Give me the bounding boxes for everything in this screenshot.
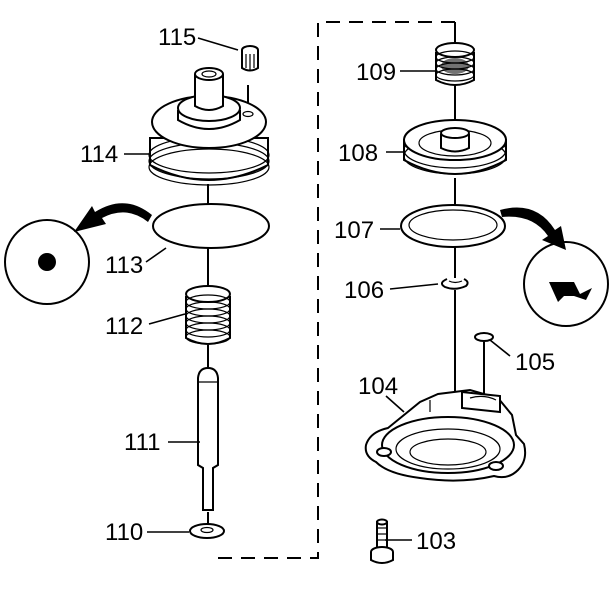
part-113-diaphragm: [152, 203, 270, 249]
part-105-disc: [474, 332, 494, 342]
part-112-spring: [185, 285, 231, 345]
part-103-screw: [370, 518, 394, 564]
callout-106: 106: [344, 277, 384, 304]
callout-113: 113: [105, 252, 143, 279]
leader-lines: [124, 37, 511, 541]
part-104-housing: [364, 388, 527, 482]
callout-107: 107: [334, 217, 374, 244]
shaped-seal-symbol-icon: [523, 241, 609, 327]
part-106-clip: [441, 278, 469, 290]
callout-114: 114: [80, 141, 118, 168]
callout-108: 108: [338, 140, 378, 167]
part-108-valve-body: [403, 119, 507, 175]
callout-104: 104: [358, 373, 398, 400]
rotation-arrow-icon: [500, 207, 566, 250]
part-109-spring: [435, 42, 475, 86]
dashed-assembly-path: [218, 21, 455, 559]
rotation-arrow-icon: [74, 203, 152, 232]
callout-110: 110: [105, 519, 143, 546]
callout-109: 109: [356, 59, 396, 86]
round-seal-symbol-icon: [4, 219, 90, 305]
callout-103: 103: [416, 528, 456, 555]
part-115-plug: [241, 45, 259, 72]
callout-112: 112: [105, 313, 143, 340]
callout-105: 105: [515, 349, 555, 376]
part-107-o-ring: [400, 204, 506, 248]
part-114-cover: [148, 67, 270, 186]
part-110-washer: [189, 523, 225, 539]
part-111-stem: [197, 366, 219, 511]
callout-111: 111: [124, 429, 160, 456]
callout-115: 115: [158, 24, 196, 51]
